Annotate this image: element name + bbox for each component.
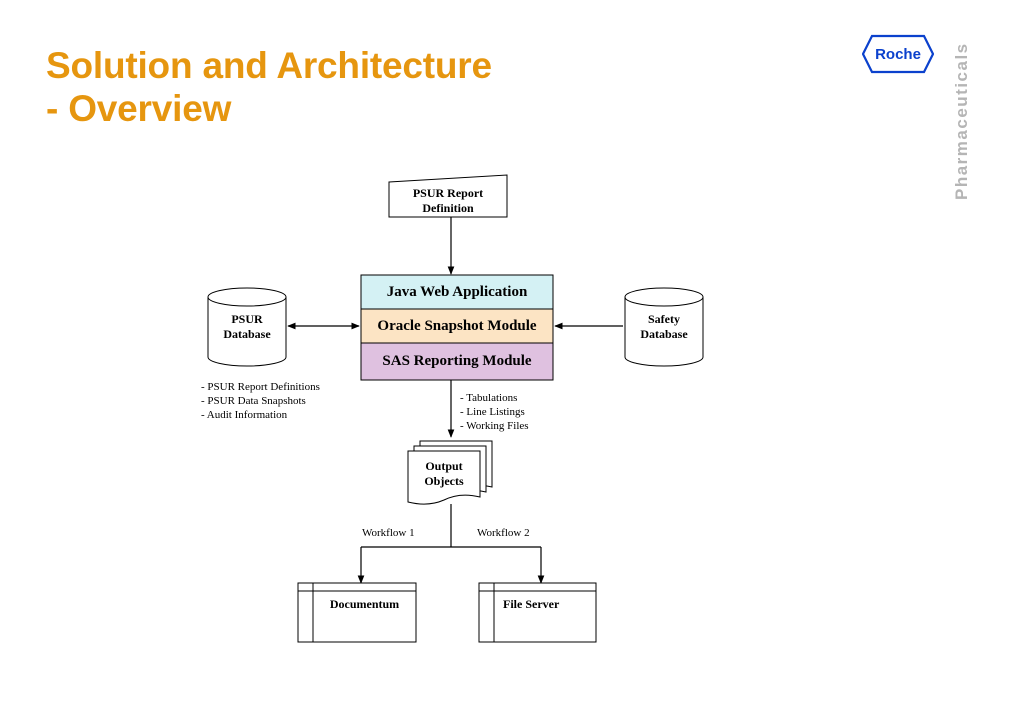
psur-database-label: PSUR Database xyxy=(208,310,286,344)
module-sas-rect xyxy=(360,342,554,381)
output-objects-label: Output Objects xyxy=(408,457,480,491)
module-sas-label: SAS Reporting Module xyxy=(382,352,532,369)
output-note-3: - Working Files xyxy=(460,420,529,432)
file-server-shape xyxy=(478,582,597,643)
psur-db-note-2: - PSUR Data Snapshots xyxy=(201,395,306,407)
psur-db-notes: - PSUR Report Definitions - PSUR Data Sn… xyxy=(201,380,320,422)
report-definition-line-1: PSUR Report xyxy=(412,186,484,200)
module-oracle-rect xyxy=(360,308,554,344)
workflow1-label: Workflow 1 xyxy=(362,527,415,539)
safety-database-cylinder xyxy=(624,287,704,367)
title-line-1: Solution and Architecture xyxy=(46,45,492,86)
psur-db-note-3: - Audit Information xyxy=(201,409,288,421)
roche-logo: Roche xyxy=(862,34,934,74)
output-note-1: - Tabulations xyxy=(460,392,518,404)
slide-title: Solution and Architecture - Overview xyxy=(46,44,492,130)
documentum-label: Documentum xyxy=(329,596,400,611)
psur-database-cylinder xyxy=(207,287,287,367)
logo-text: Roche xyxy=(875,46,921,63)
documentum-shape xyxy=(297,582,417,643)
safety-db-line-1: Safety xyxy=(648,312,680,326)
report-definition-shape xyxy=(388,174,508,218)
safety-db-line-2: Database xyxy=(640,327,688,341)
output-notes: - Tabulations - Line Listings - Working … xyxy=(460,391,529,433)
output-objects-line-1: Output xyxy=(425,459,463,473)
module-java-label: Java Web Application xyxy=(386,283,528,300)
psur-db-note-1: - PSUR Report Definitions xyxy=(201,381,320,393)
output-note-2: - Line Listings xyxy=(460,406,525,418)
psur-db-line-2: Database xyxy=(223,327,271,341)
report-definition-label: PSUR Report Definition xyxy=(389,184,507,218)
psur-db-line-1: PSUR xyxy=(231,312,263,326)
report-definition-line-2: Definition xyxy=(422,201,474,215)
safety-database-label: Safety Database xyxy=(625,310,703,344)
workflow2-label: Workflow 2 xyxy=(477,527,530,539)
file-server-label: File Server xyxy=(503,596,560,611)
output-objects-line-2: Objects xyxy=(424,474,464,488)
module-oracle-label: Oracle Snapshot Module xyxy=(377,317,537,334)
title-line-2: - Overview xyxy=(46,88,232,129)
output-objects-shape xyxy=(407,440,493,505)
